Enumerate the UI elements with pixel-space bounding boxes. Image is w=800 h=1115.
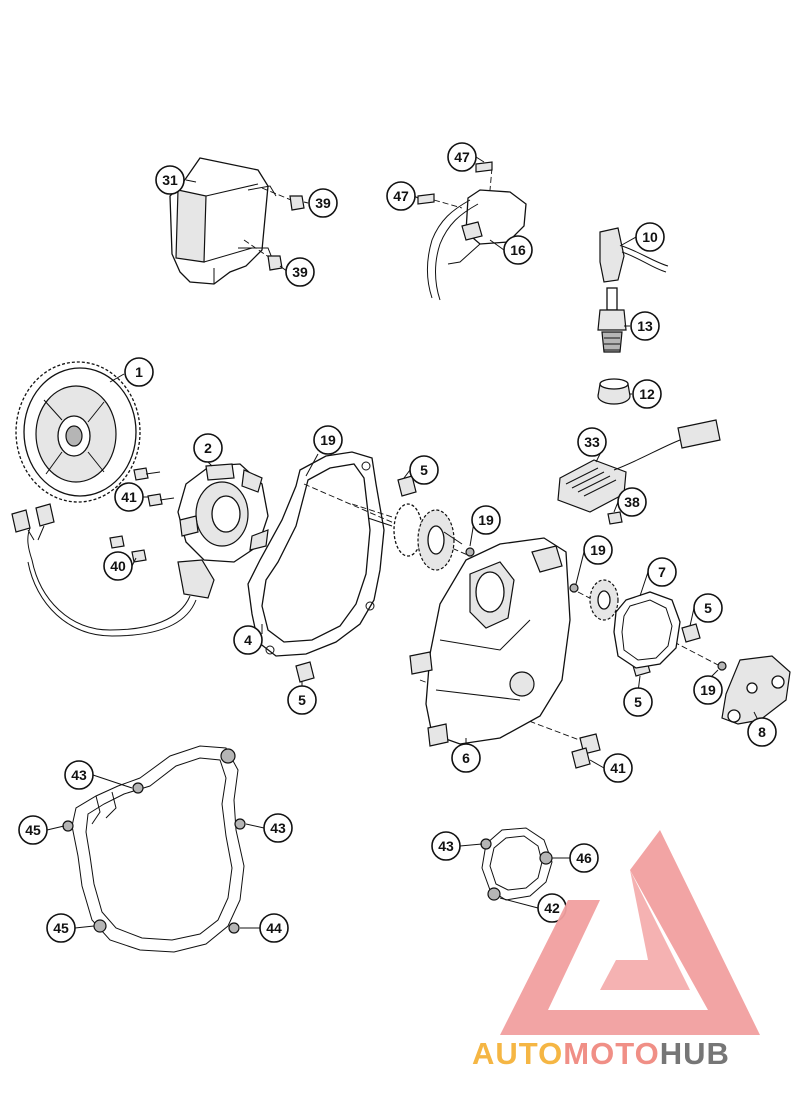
callout-31: 31 [155, 165, 185, 195]
callout-label: 8 [758, 724, 766, 740]
callout-5a: 5 [409, 455, 439, 485]
callout-19d: 19 [693, 675, 723, 705]
callout-45b: 45 [46, 913, 76, 943]
callout-6: 6 [451, 743, 481, 773]
callout-label: 6 [462, 750, 470, 766]
watermark-text: AUTOMOTOHUB [472, 1036, 730, 1071]
part-12-seal [597, 378, 631, 405]
callout-42: 42 [537, 893, 567, 923]
callout-label: 12 [639, 386, 655, 402]
callout-46: 46 [569, 843, 599, 873]
callout-12: 12 [632, 379, 662, 409]
callout-44: 44 [259, 913, 289, 943]
bolts-41-40-left [109, 467, 175, 563]
callout-39b: 39 [285, 257, 315, 287]
callout-label: 45 [53, 920, 69, 936]
callout-label: 5 [704, 600, 712, 616]
callout-label: 5 [298, 692, 306, 708]
callout-label: 16 [510, 242, 526, 258]
part-33-regulator [557, 419, 721, 525]
callout-16: 16 [503, 235, 533, 265]
part-13-spark-plug [597, 287, 627, 353]
callout-label: 47 [454, 149, 470, 165]
part-6-generator-cover [409, 537, 601, 769]
callout-label: 41 [610, 760, 626, 776]
callout-10: 10 [635, 222, 665, 252]
callout-label: 19 [590, 542, 606, 558]
callout-38: 38 [617, 487, 647, 517]
callout-label: 33 [584, 434, 600, 450]
assembly-axis-1 [303, 483, 471, 557]
callout-label: 5 [420, 462, 428, 478]
part-16-ignition-coil [417, 161, 527, 301]
watermark-hub: HUB [660, 1036, 730, 1071]
callout-label: 41 [121, 489, 137, 505]
callout-label: 44 [266, 920, 282, 936]
callout-5b: 5 [693, 593, 723, 623]
callout-41b: 41 [603, 753, 633, 783]
callout-label: 19 [320, 432, 336, 448]
callout-label: 42 [544, 900, 560, 916]
part-10-spark-plug-cap [599, 227, 669, 283]
callout-label: 5 [634, 694, 642, 710]
part-2-stator [11, 463, 269, 637]
part-31-control-unit [169, 157, 305, 285]
callout-4: 4 [233, 625, 263, 655]
callout-43a: 43 [64, 760, 94, 790]
part-1-flywheel [15, 361, 141, 503]
callout-39a: 39 [308, 188, 338, 218]
callout-label: 2 [204, 440, 212, 456]
callout-19a: 19 [313, 425, 343, 455]
callout-label: 43 [270, 820, 286, 836]
callout-5d: 5 [623, 687, 653, 717]
callout-label: 38 [624, 494, 640, 510]
callout-19b: 19 [471, 505, 501, 535]
callout-43b: 43 [263, 813, 293, 843]
callout-label: 47 [393, 188, 409, 204]
watermark-logo: AUTOMOTOHUB [472, 830, 760, 1071]
gasket-outline-small [480, 827, 553, 901]
callout-7: 7 [647, 557, 677, 587]
callout-label: 10 [642, 229, 658, 245]
watermark-triangle-icon [500, 830, 760, 1035]
callout-label: 1 [135, 364, 143, 380]
gasket-outline-large [62, 745, 246, 953]
watermark-moto: MOTO [563, 1036, 659, 1071]
callout-label: 19 [700, 682, 716, 698]
callout-43c: 43 [431, 831, 461, 861]
callout-19c: 19 [583, 535, 613, 565]
callout-label: 19 [478, 512, 494, 528]
callout-label: 40 [110, 558, 126, 574]
callout-label: 7 [658, 564, 666, 580]
part-8-small-cover [721, 655, 791, 725]
callout-47b: 47 [386, 181, 416, 211]
callout-label: 43 [71, 767, 87, 783]
part-4-cover-gasket [247, 451, 385, 657]
callout-33: 33 [577, 427, 607, 457]
callout-45a: 45 [18, 815, 48, 845]
callout-40: 40 [103, 551, 133, 581]
callout-1: 1 [124, 357, 154, 387]
callout-13: 13 [630, 311, 660, 341]
callout-41a: 41 [114, 482, 144, 512]
callout-label: 39 [315, 195, 331, 211]
watermark-auto: AUTO [472, 1036, 563, 1071]
part-7-gear-gasket [589, 579, 681, 669]
callout-2: 2 [193, 433, 223, 463]
callout-label: 46 [576, 850, 592, 866]
starter-gear-shaft [367, 503, 727, 671]
callout-8: 8 [747, 717, 777, 747]
callout-47a: 47 [447, 142, 477, 172]
callout-label: 39 [292, 264, 308, 280]
callout-label: 4 [244, 632, 252, 648]
callout-label: 43 [438, 838, 454, 854]
callout-label: 13 [637, 318, 653, 334]
callout-label: 31 [162, 172, 178, 188]
callout-label: 45 [25, 822, 41, 838]
callout-5c: 5 [287, 685, 317, 715]
